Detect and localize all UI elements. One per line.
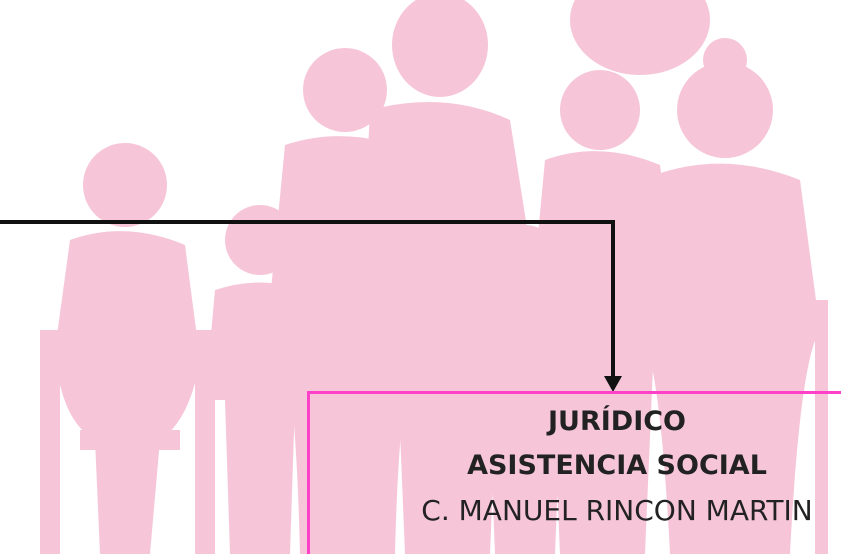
department-subtitle: ASISTENCIA SOCIAL (467, 450, 767, 481)
figure-head (303, 48, 387, 132)
figure-body (360, 102, 540, 554)
org-box (307, 391, 841, 554)
cane (815, 300, 828, 554)
connector-line (0, 220, 615, 378)
figure-body (640, 163, 820, 554)
person-name: C. MANUEL RINCON MARTIN (421, 494, 813, 527)
figure-head (677, 62, 773, 158)
figure-head (83, 143, 167, 227)
figure-body (55, 231, 200, 554)
figure-head (570, 0, 710, 75)
arrow-head-icon (604, 376, 622, 392)
hair-bun (703, 38, 747, 82)
figure-body (530, 151, 680, 554)
figure-head (560, 70, 640, 150)
figure-head (392, 0, 488, 97)
wheelchair (40, 330, 215, 554)
department-title: JURÍDICO (547, 406, 687, 437)
